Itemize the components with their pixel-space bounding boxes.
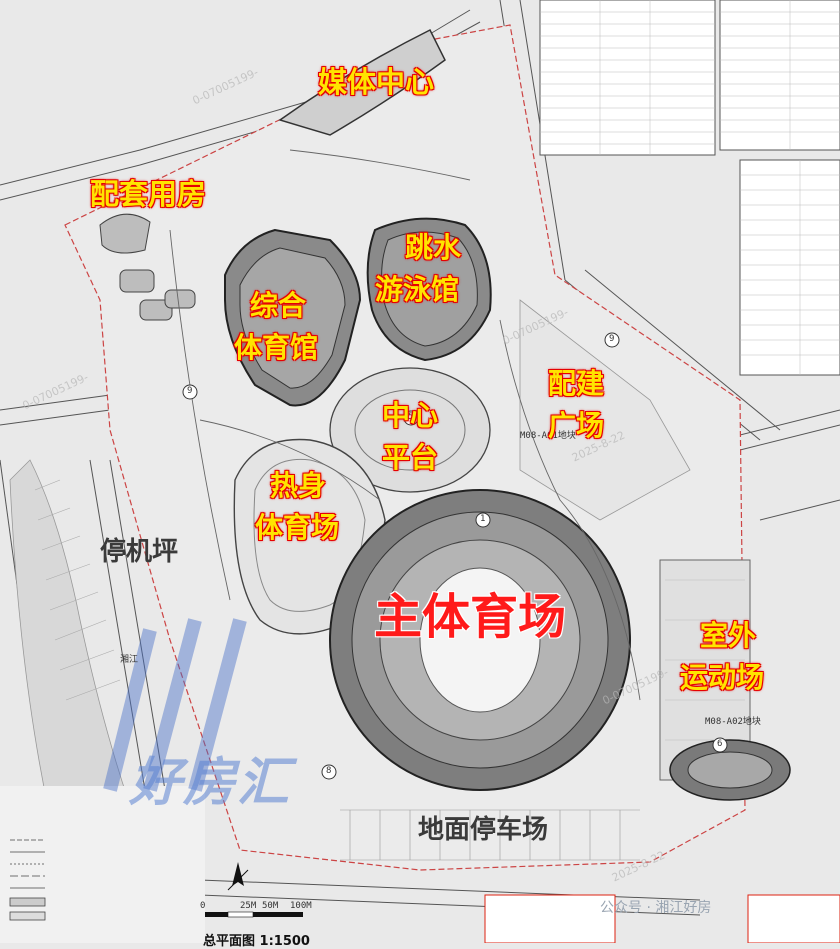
- zone-number-6: 6: [717, 739, 723, 749]
- drawing-title: 总平面图 1:1500: [203, 934, 310, 949]
- label-media-center: 媒体中心: [318, 65, 435, 99]
- river-label: 湘江: [120, 655, 139, 665]
- label-central-platform-line2: 平台: [382, 441, 439, 474]
- label-gymnasium-line1: 综合: [250, 289, 307, 322]
- zone-number-1: 1: [480, 514, 486, 524]
- scale-label-0: 0: [200, 901, 206, 911]
- wechat-account-watermark: 公众号 · 湘江好房: [600, 900, 712, 916]
- label-apron: 停机坪: [100, 537, 179, 567]
- label-plaza-line1: 配建: [548, 367, 605, 400]
- scale-label-25: 25M: [240, 901, 257, 911]
- label-plaza-line2: 广场: [548, 409, 605, 442]
- label-main-stadium: 主体育场: [374, 589, 567, 645]
- zone-number-8: 8: [326, 766, 332, 776]
- label-natatorium-line1: 跳水: [405, 231, 462, 264]
- label-outdoor-field-line1: 室外: [700, 619, 757, 652]
- zone-number-5: 5: [408, 412, 414, 422]
- label-warmup-field-line1: 热身: [270, 469, 327, 502]
- plot-label-a01: M08-A01地块: [520, 431, 576, 441]
- label-central-platform-line1: 中心: [382, 399, 439, 432]
- scale-label-100: 100M: [290, 901, 312, 911]
- label-gymnasium-line2: 体育馆: [234, 331, 319, 364]
- scale-label-50: 50M: [262, 901, 279, 911]
- label-warmup-field-line2: 体育场: [255, 511, 340, 544]
- zone-number-9-west: 9: [187, 386, 193, 396]
- label-support-housing: 配套用房: [90, 177, 207, 211]
- label-outdoor-field-line2: 运动场: [680, 661, 765, 694]
- label-ground-parking: 地面停车场: [418, 815, 549, 845]
- label-natatorium-line2: 游泳馆: [375, 273, 460, 306]
- zone-number-9: 9: [609, 334, 615, 344]
- brand-logo-text: 好房汇: [125, 753, 304, 813]
- plot-label-a02: M08-A02地块: [705, 717, 761, 727]
